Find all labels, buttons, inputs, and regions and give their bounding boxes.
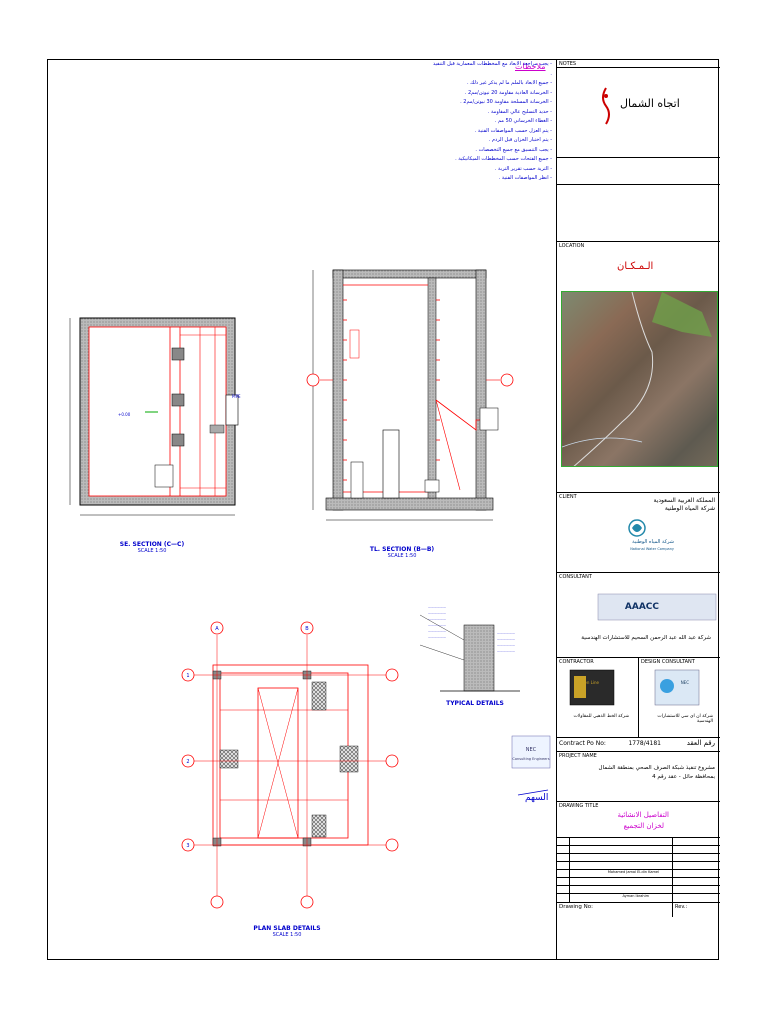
svg-text:+0.00: +0.00: [118, 412, 131, 417]
section-left-scale: SCALE 1:50: [137, 548, 167, 554]
engineer-name: Mohamed Jamal El-din Kamel: [607, 870, 659, 874]
client-label: CLIENT: [559, 494, 577, 500]
svg-text:——————: ——————: [428, 617, 446, 621]
note-line: - الغطاء الخرساني 50 مم .: [494, 118, 552, 124]
location-title: الـمـكـان: [617, 261, 654, 272]
note-line: - حديد التسليح عالي المقاومة .: [487, 108, 552, 115]
location-label: LOCATION: [559, 243, 585, 249]
grid-label: A: [215, 626, 219, 632]
client-logo-icon: [628, 519, 646, 537]
consultant-logo: [597, 593, 717, 621]
rev-label: Rev.:: [675, 904, 688, 910]
svg-text:——————: ——————: [428, 605, 446, 609]
client-logo-sub: National Water Company: [630, 547, 674, 551]
typical-title: TYPICAL DETAILS: [446, 700, 504, 707]
notes-block: - يجب مراجعة الابعاد مع المخططات المعمار…: [430, 60, 552, 184]
notes-title: ملاحظات: [515, 62, 546, 71]
client-logo-text: شركة المياه الوطنية: [632, 539, 674, 545]
stamp-line1: NEC: [526, 747, 537, 753]
note-line: - الخرسانة العادية مقاومة 20 نيوتن/مم2 .: [464, 89, 552, 96]
section-right-caption: TL. SECTION (B—B) SCALE 1:50: [362, 546, 442, 559]
grid-label: 3: [186, 843, 189, 849]
design-consultant-name: شركة ان اي سي للاستشارات الهندسية: [657, 714, 713, 724]
consultant-logo-text: AAACC: [624, 602, 659, 612]
svg-text:——————: ——————: [497, 637, 515, 641]
project-label: PROJECT NAME: [559, 753, 597, 759]
plan-caption: PLAN SLAB DETAILS SCALE 1:50: [247, 925, 327, 938]
engineer-stamp: NEC Consulting Engineers السهم: [511, 735, 551, 803]
contractor-name: شركة الخط الذهبي للمقاولات: [573, 714, 629, 719]
svg-text:——————: ——————: [428, 611, 446, 615]
section-right-scale: SCALE 1:50: [387, 553, 417, 559]
drawing-sheet-border: [47, 59, 719, 960]
section-right-drawing: [306, 269, 514, 521]
client-line-1: المملكة العربية السعودية: [653, 497, 715, 504]
svg-text:——————: ——————: [428, 623, 446, 627]
plan-title: PLAN SLAB DETAILS: [253, 925, 321, 932]
svg-text:——————: ——————: [497, 649, 515, 653]
svg-text:——————: ——————: [497, 643, 515, 647]
section-left-caption: SE. SECTION (C—C) SCALE 1:50: [112, 541, 192, 554]
drawing-no-label: Drawing No:: [559, 904, 593, 910]
note-line: - يتم اختبار الخزان قبل الردم .: [488, 137, 552, 143]
note-line: - يتم العزل حسب المواصفات الفنية .: [474, 127, 552, 134]
grid-label: 2: [186, 759, 189, 765]
section-right-title: TL. SECTION (B—B): [369, 546, 435, 553]
grid-label: 1: [186, 673, 189, 679]
stamp-line2: Consulting Engineers: [512, 757, 549, 761]
typical-caption: TYPICAL DETAILS: [445, 700, 505, 707]
contract-ar-label: رقم العقد: [686, 739, 715, 747]
note-line: - جميع الفتحات حسب المخططات الميكانيكية …: [455, 156, 552, 162]
note-line: - الخرسانة المسلحة مقاومة 30 نيوتن/مم2 .: [460, 99, 552, 105]
plan-slab-drawing: A B 1 2 3: [181, 621, 399, 909]
engineer2-name: Ayman Ibrahim: [622, 894, 649, 898]
note-line: - جميع الابعاد بالملم ما لم يذكر غير ذلك…: [466, 80, 552, 86]
title-block: NOTES اتجاه الشمال LOCATION الـمـكـان CL…: [556, 59, 720, 960]
arrow-label: السهم: [525, 793, 548, 803]
typical-details-drawing: —————— —————— —————— —————— —————— —————— —…: [419, 605, 520, 692]
design-consultant-label: DESIGN CONSULTANT: [641, 659, 695, 665]
contract-label: Contract Po No:: [559, 740, 606, 747]
svg-text:——————: ——————: [497, 631, 515, 635]
pipe-label: PIPE: [232, 394, 241, 399]
note-line: - انظر المواصفات الفنية .: [498, 175, 552, 181]
svg-text:——————: ——————: [428, 635, 446, 639]
grid-label: B: [305, 626, 309, 632]
client-line-2: شركة المياه الوطنية: [664, 505, 715, 512]
north-arrow-icon: [602, 87, 610, 125]
section-left-title: SE. SECTION (C—C): [119, 541, 185, 548]
svg-text:——————: ——————: [428, 629, 446, 633]
design-logo-text: NEC: [680, 680, 689, 685]
note-line: - يجب التنسيق مع جميع التخصصات .: [475, 146, 552, 153]
section-left-drawing: PIPE +0.00: [69, 317, 241, 516]
notes-label: NOTES: [559, 61, 577, 67]
note-line: - التربة حسب تقرير التربة .: [494, 165, 552, 172]
consultant-name: شركة عبد الله عبد الرحمن السحيم للاستشار…: [581, 635, 711, 641]
location-map: [561, 291, 718, 467]
project-line-2: بمحافظة حائل - عقد رقم 4: [652, 774, 715, 780]
project-line-1: مشروع تنفيذ شبكة الصرف الصحي بمنطقة الشم…: [598, 765, 715, 771]
consultant-label: CONSULTANT: [559, 574, 592, 580]
drawing-title-label: DRAWING TITLE: [559, 803, 599, 809]
note-line: - يجب مراجعة الابعاد مع المخططات المعمار…: [432, 61, 552, 77]
plan-scale: SCALE 1:50: [272, 932, 302, 938]
contract-number: 1778/4181: [628, 740, 661, 747]
north-text: اتجاه الشمال: [620, 97, 680, 110]
contractor-logo-text: Golden Line: [575, 680, 599, 685]
drawing-title-line-2: لخزان التجميع: [623, 822, 664, 830]
drawing-title-line-1: التفاصيل الانشائية: [617, 811, 669, 819]
contractor-label: CONTRACTOR: [559, 659, 594, 665]
